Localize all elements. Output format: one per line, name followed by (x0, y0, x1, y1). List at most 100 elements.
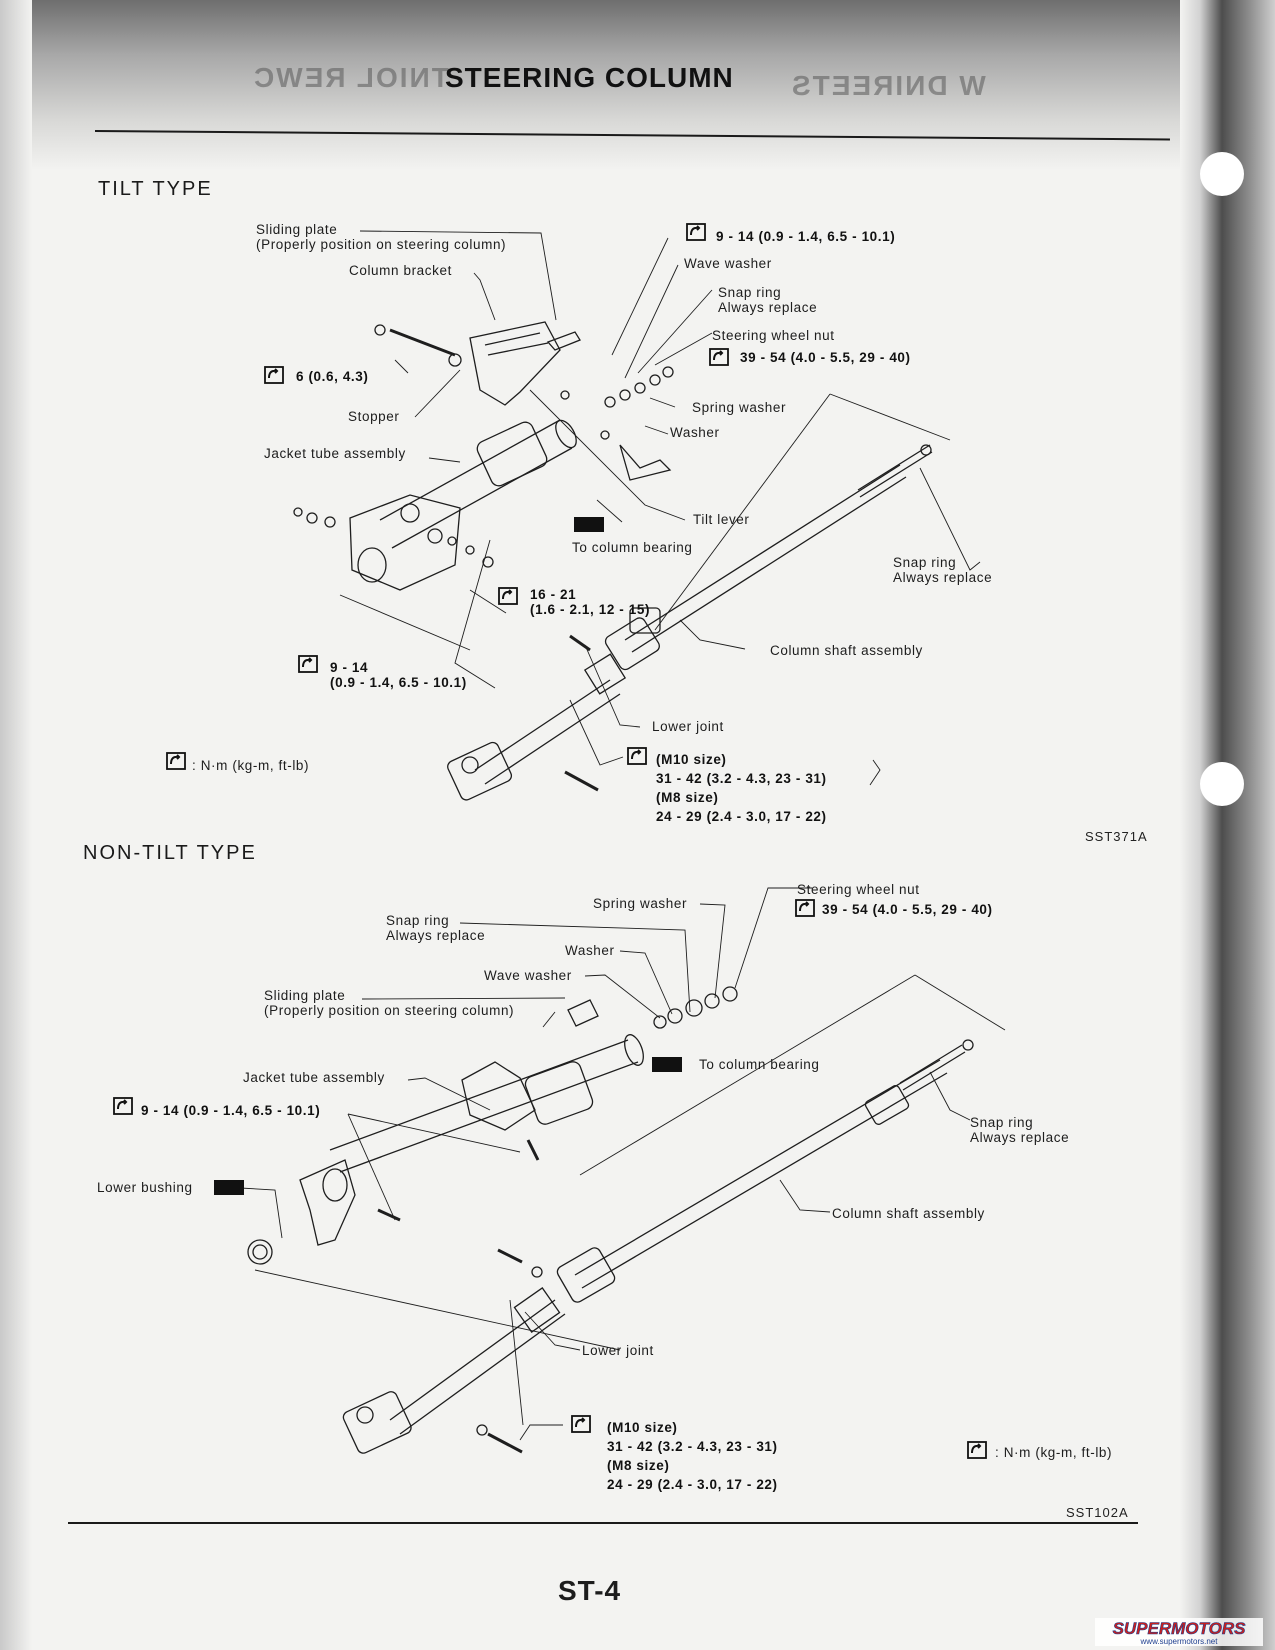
torque-wrench-icon (967, 1441, 987, 1459)
label-text: Snap ring (970, 1115, 1034, 1130)
grease-icon (214, 1180, 244, 1195)
grease-icon (652, 1057, 682, 1072)
torque-wrench-icon (166, 752, 186, 770)
section-heading-nontilt: NON-TILT TYPE (83, 842, 257, 864)
page-number: ST-4 (558, 1575, 622, 1606)
label-jacket-tube: Jacket tube assembly (243, 1070, 385, 1085)
torque-line-1: 9 - 14 (330, 660, 369, 675)
tilt-column-shaft (604, 444, 933, 671)
torque-wrench-icon (113, 1097, 133, 1115)
torque-line-2: (1.6 - 2.1, 12 - 15) (530, 602, 651, 617)
punch-hole (1200, 152, 1244, 196)
tilt-column-bracket (469, 321, 561, 406)
label-to-column-bearing: To column bearing (699, 1057, 820, 1072)
label-text: Sliding plate (264, 988, 346, 1003)
label-text: Snap ring (718, 285, 782, 300)
label-stopper: Stopper (348, 409, 400, 424)
label-note: Always replace (386, 928, 486, 943)
label-column-shaft: Column shaft assembly (770, 643, 923, 658)
torque-value-lower: 9 - 14 (0.9 - 1.4, 6.5 - 10.1) (330, 660, 467, 690)
label-sliding-plate: Sliding plate (Properly position on stee… (256, 222, 506, 252)
label-note: (Properly position on steering column) (264, 1003, 515, 1018)
label-column-shaft: Column shaft assembly (832, 1206, 985, 1221)
label-column-bracket: Column bracket (349, 263, 452, 278)
torque-wrench-icon (298, 655, 318, 673)
torque-value-top: 9 - 14 (0.9 - 1.4, 6.5 - 10.1) (716, 229, 896, 244)
label-text: Snap ring (386, 913, 450, 928)
label-steering-wheel-nut: Steering wheel nut (797, 882, 920, 897)
label-lower-joint: Lower joint (582, 1343, 654, 1358)
watermark-url: www.supermotors.net (1140, 1637, 1219, 1646)
bolt-m8-value: 24 - 29 (2.4 - 3.0, 17 - 22) (607, 1477, 778, 1492)
nontilt-small-parts (567, 986, 738, 1029)
bolt-m8-label: (M8 size) (607, 1458, 670, 1473)
label-washer: Washer (565, 943, 615, 958)
section-heading-tilt: TILT TYPE (98, 178, 213, 200)
scan-shadow-left (0, 0, 32, 1650)
label-sliding-plate: Sliding plate (Properly position on stee… (264, 988, 514, 1018)
nontilt-column-shaft (556, 1039, 974, 1303)
label-washer: Washer (670, 425, 720, 440)
label-to-column-bearing: To column bearing (572, 540, 693, 555)
nontilt-jacket-tube (329, 1034, 644, 1173)
torque-wrench-icon (264, 366, 284, 384)
label-spring-washer: Spring washer (593, 896, 688, 911)
figure-code-tilt: SST371A (1085, 829, 1148, 844)
watermark-brand: SUPERMOTORS (1113, 1619, 1247, 1638)
bolt-m10-label: (M10 size) (656, 752, 727, 767)
torque-unit-legend: : N·m (kg-m, ft-lb) (995, 1445, 1113, 1460)
label-lower-joint: Lower joint (652, 719, 724, 734)
figure-code-nontilt: SST102A (1066, 1505, 1129, 1520)
torque-wrench-icon (627, 747, 647, 765)
torque-value-nut: 39 - 54 (4.0 - 5.5, 29 - 40) (740, 350, 911, 365)
label-text: Snap ring (893, 555, 957, 570)
label-steering-wheel-nut: Steering wheel nut (712, 328, 835, 343)
label-jacket-tube: Jacket tube assembly (264, 446, 406, 461)
label-spring-washer: Spring washer (692, 400, 787, 415)
tilt-jacket-tube (379, 419, 577, 549)
binder-edge (1180, 0, 1275, 1650)
label-note: Always replace (893, 570, 993, 585)
bolt-m8-value: 24 - 29 (2.4 - 3.0, 17 - 22) (656, 809, 827, 824)
label-note: Always replace (718, 300, 818, 315)
torque-value-mid: 16 - 21 (1.6 - 2.1, 12 - 15) (530, 587, 650, 617)
label-snap-ring-shaft: Snap ring Always replace (893, 555, 992, 585)
label-snap-ring: Snap ring Always replace (718, 285, 817, 315)
torque-value-bolt-sizes: (M10 size) 31 - 42 (3.2 - 4.3, 23 - 31) … (607, 1418, 778, 1494)
torque-line-2: (0.9 - 1.4, 6.5 - 10.1) (330, 675, 467, 690)
grease-icon (574, 517, 604, 532)
page-title: STEERING COLUMN (445, 62, 734, 93)
tilt-lower-housing (349, 494, 461, 591)
label-lower-bushing: Lower bushing (97, 1180, 193, 1195)
torque-value-bolt-sizes: (M10 size) 31 - 42 (3.2 - 4.3, 23 - 31) … (656, 750, 827, 826)
torque-value-stopper: 6 (0.6, 4.3) (296, 369, 369, 384)
label-note: (Properly position on steering column) (256, 237, 507, 252)
scan-shadow-top (0, 0, 1275, 170)
torque-wrench-icon (686, 223, 706, 241)
label-wave-washer: Wave washer (484, 968, 572, 983)
torque-wrench-icon (795, 899, 815, 917)
torque-unit-legend: : N·m (kg-m, ft-lb) (192, 758, 310, 773)
label-text: Sliding plate (256, 222, 338, 237)
label-snap-ring: Snap ring Always replace (386, 913, 485, 943)
tilt-lower-joint (447, 634, 627, 801)
label-wave-washer: Wave washer (684, 256, 772, 271)
torque-value-jacket: 9 - 14 (0.9 - 1.4, 6.5 - 10.1) (141, 1103, 321, 1118)
bolt-m10-label: (M10 size) (607, 1420, 678, 1435)
label-note: Always replace (970, 1130, 1070, 1145)
footer-rule (68, 1522, 1138, 1524)
bolt-m10-value: 31 - 42 (3.2 - 4.3, 23 - 31) (656, 771, 827, 786)
tilt-small-parts (293, 324, 674, 568)
torque-wrench-icon (571, 1415, 591, 1433)
tilt-leader-lines (339, 230, 981, 786)
torque-wrench-icon (709, 348, 729, 366)
punch-hole (1200, 762, 1244, 806)
label-tilt-lever: Tilt lever (693, 512, 750, 527)
nontilt-lower-bracket (247, 1139, 540, 1265)
supermotors-watermark: SUPERMOTORS www.supermotors.net (1095, 1618, 1263, 1646)
torque-line-1: 16 - 21 (530, 587, 577, 602)
bolt-m10-value: 31 - 42 (3.2 - 4.3, 23 - 31) (607, 1439, 778, 1454)
nontilt-leader-lines (239, 887, 1006, 1441)
torque-wrench-icon (498, 587, 518, 605)
